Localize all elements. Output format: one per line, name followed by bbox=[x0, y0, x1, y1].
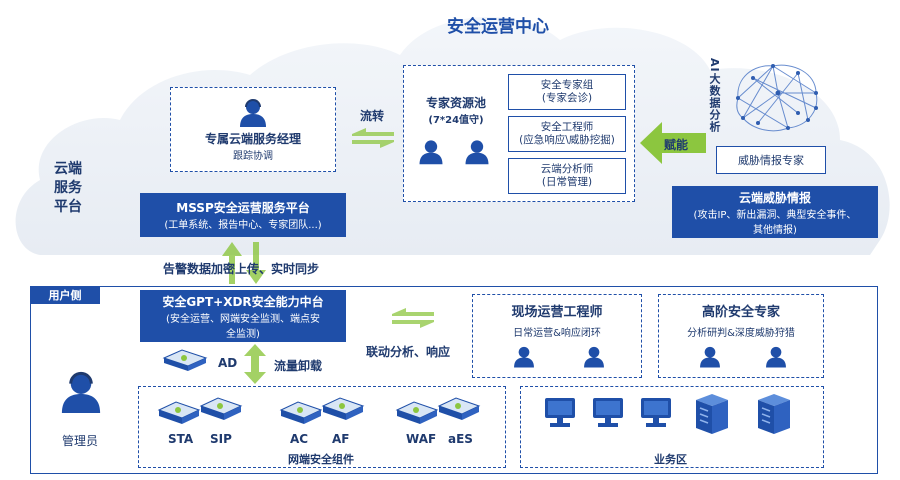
onsite-title: 现场运营工程师 bbox=[511, 305, 603, 320]
device-label-af: AF bbox=[332, 432, 350, 446]
sync-double-arrow bbox=[222, 242, 266, 284]
linkage-label: 联动分析、响应 bbox=[366, 345, 451, 359]
business-zone-label: 业务区 bbox=[652, 451, 689, 467]
manager-subtitle: 跟踪协调 bbox=[233, 151, 273, 162]
cloud-title: 安全运营中心 bbox=[447, 17, 549, 37]
device-label-sip: SIP bbox=[210, 432, 232, 446]
sync-label: 告警数据加密上传、实时同步 bbox=[163, 262, 320, 276]
ac-device-icon bbox=[279, 401, 323, 424]
person-icon bbox=[700, 346, 720, 368]
ad-label: AD bbox=[218, 356, 238, 370]
ad-device-icon bbox=[162, 349, 208, 371]
onsite-engineer-box: 现场运营工程师 日常运营&响应闭环 bbox=[472, 294, 642, 378]
linkage-double-arrow bbox=[392, 308, 434, 328]
device-row: STA SIP AC AF WAF aES bbox=[138, 386, 506, 468]
senior-subtitle: 分析研判&深度威胁狩猎 bbox=[687, 328, 795, 339]
sip-device-icon bbox=[199, 397, 243, 420]
person-icon bbox=[419, 140, 443, 165]
mssp-title: MSSP安全运营服务平台 bbox=[176, 201, 310, 215]
traffic-double-arrow bbox=[244, 344, 266, 384]
network-group-label: 网端安全组件 bbox=[286, 451, 356, 467]
brain-network-icon bbox=[736, 64, 818, 132]
senior-title: 高阶安全专家 bbox=[701, 305, 780, 320]
expert-role-1: 安全专家组 (专家会诊) bbox=[508, 74, 626, 110]
af-device-icon bbox=[321, 397, 365, 420]
intel-line-1: (攻击IP、新出漏洞、典型安全事件、 bbox=[693, 209, 857, 221]
mssp-platform-box: MSSP安全运营服务平台 (工单系统、报告中心、专家团队...) bbox=[140, 193, 346, 237]
computer-icon bbox=[593, 398, 623, 427]
cloud-platform-label: 云端 服务 平台 bbox=[54, 161, 82, 215]
aes-device-icon bbox=[437, 397, 481, 420]
intel-expert-box: 威胁情报专家 bbox=[716, 146, 826, 174]
server-tower-icon bbox=[696, 394, 728, 434]
device-label-sta: STA bbox=[168, 432, 194, 446]
gpt-line-2: 全监测) bbox=[226, 328, 260, 340]
gpt-line-1: (安全运营、网端安全监测、端点安 bbox=[166, 313, 320, 325]
expert-role-2: 安全工程师 (应急响应\威胁挖掘) bbox=[508, 116, 626, 152]
manager-title: 专属云端服务经理 bbox=[204, 132, 301, 146]
expert-pool-title: 专家资源池 bbox=[425, 96, 486, 110]
expert-pool-box: 专家资源池 (7*24值守) 安全专家组 (专家会诊) 安全工程师 (应急响应\… bbox=[403, 65, 635, 202]
flow-label: 流转 bbox=[360, 109, 385, 123]
sta-device-icon bbox=[157, 401, 201, 424]
service-manager-box: 专属云端服务经理 跟踪协调 bbox=[170, 87, 336, 172]
flow-double-arrow bbox=[352, 128, 394, 148]
admin-person-icon bbox=[61, 371, 101, 414]
waf-device-icon bbox=[395, 401, 439, 424]
user-side-tag: 用户侧 bbox=[30, 286, 100, 304]
computer-icon bbox=[545, 398, 575, 427]
intel-title: 云端威胁情报 bbox=[738, 190, 811, 205]
server-tower-icon bbox=[758, 394, 790, 434]
empower-label: 赋能 bbox=[664, 138, 689, 152]
person-icon bbox=[766, 346, 786, 368]
mssp-subtitle: (工单系统、报告中心、专家团队...) bbox=[164, 220, 322, 231]
admin-label: 管理员 bbox=[62, 434, 99, 448]
person-icon bbox=[465, 140, 489, 165]
expert-pool-subtitle: (7*24值守) bbox=[428, 115, 484, 126]
device-label-ac: AC bbox=[290, 432, 309, 446]
gpt-title: 安全GPT+XDR安全能力中台 bbox=[162, 294, 324, 309]
onsite-subtitle: 日常运营&响应闭环 bbox=[513, 328, 601, 339]
computer-icon bbox=[641, 398, 671, 427]
gpt-xdr-box: 安全GPT+XDR安全能力中台 (安全运营、网端安全监测、端点安 全监测) bbox=[140, 290, 346, 342]
ai-label: AI大数据分析 bbox=[708, 58, 721, 133]
person-icon bbox=[240, 99, 266, 127]
device-label-aes: aES bbox=[448, 432, 473, 446]
empower-arrow bbox=[640, 122, 706, 164]
intel-line-2: 其他情报) bbox=[753, 224, 797, 236]
person-icon bbox=[514, 346, 534, 368]
traffic-label: 流量卸载 bbox=[274, 359, 323, 373]
business-zone-icons bbox=[520, 386, 824, 468]
expert-role-3: 云端分析师 (日常管理) bbox=[508, 158, 626, 194]
device-label-waf: WAF bbox=[406, 432, 437, 446]
cloud-intel-box: 云端威胁情报 (攻击IP、新出漏洞、典型安全事件、 其他情报) bbox=[672, 186, 878, 238]
senior-expert-box: 高阶安全专家 分析研判&深度威胁狩猎 bbox=[658, 294, 824, 378]
person-icon bbox=[584, 346, 604, 368]
